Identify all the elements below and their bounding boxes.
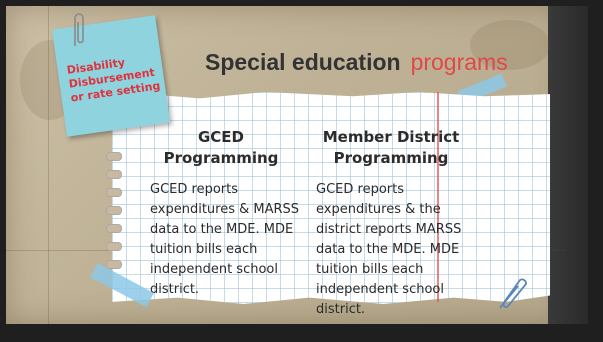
- binder-hole: [106, 206, 122, 215]
- column-body-gced: GCED reports expenditures & MARSS data t…: [150, 182, 300, 297]
- binder-hole: [106, 188, 122, 197]
- binder-hole: [106, 242, 122, 251]
- stain: [470, 20, 550, 70]
- paperclip-icon: [499, 278, 527, 309]
- binder-hole: [106, 170, 122, 179]
- title-main: Special education: [205, 49, 401, 75]
- title-accent: programs: [410, 49, 508, 75]
- binder-hole: [106, 260, 122, 269]
- slide-title: Special education programs: [205, 49, 508, 83]
- notebook-paper: [112, 92, 550, 304]
- binder-hole: [106, 224, 122, 233]
- paper-margin-line: [437, 92, 439, 302]
- binder-hole: [106, 152, 122, 161]
- fold-line: [48, 6, 49, 324]
- column-heading-member-district: Member District Programming: [322, 128, 460, 167]
- column-heading-gced: GCED Programming: [163, 128, 279, 167]
- column-body-member-district: GCED reports expenditures & the district…: [316, 182, 462, 317]
- dark-edge: [548, 6, 588, 324]
- paperclip-icon: [74, 13, 84, 46]
